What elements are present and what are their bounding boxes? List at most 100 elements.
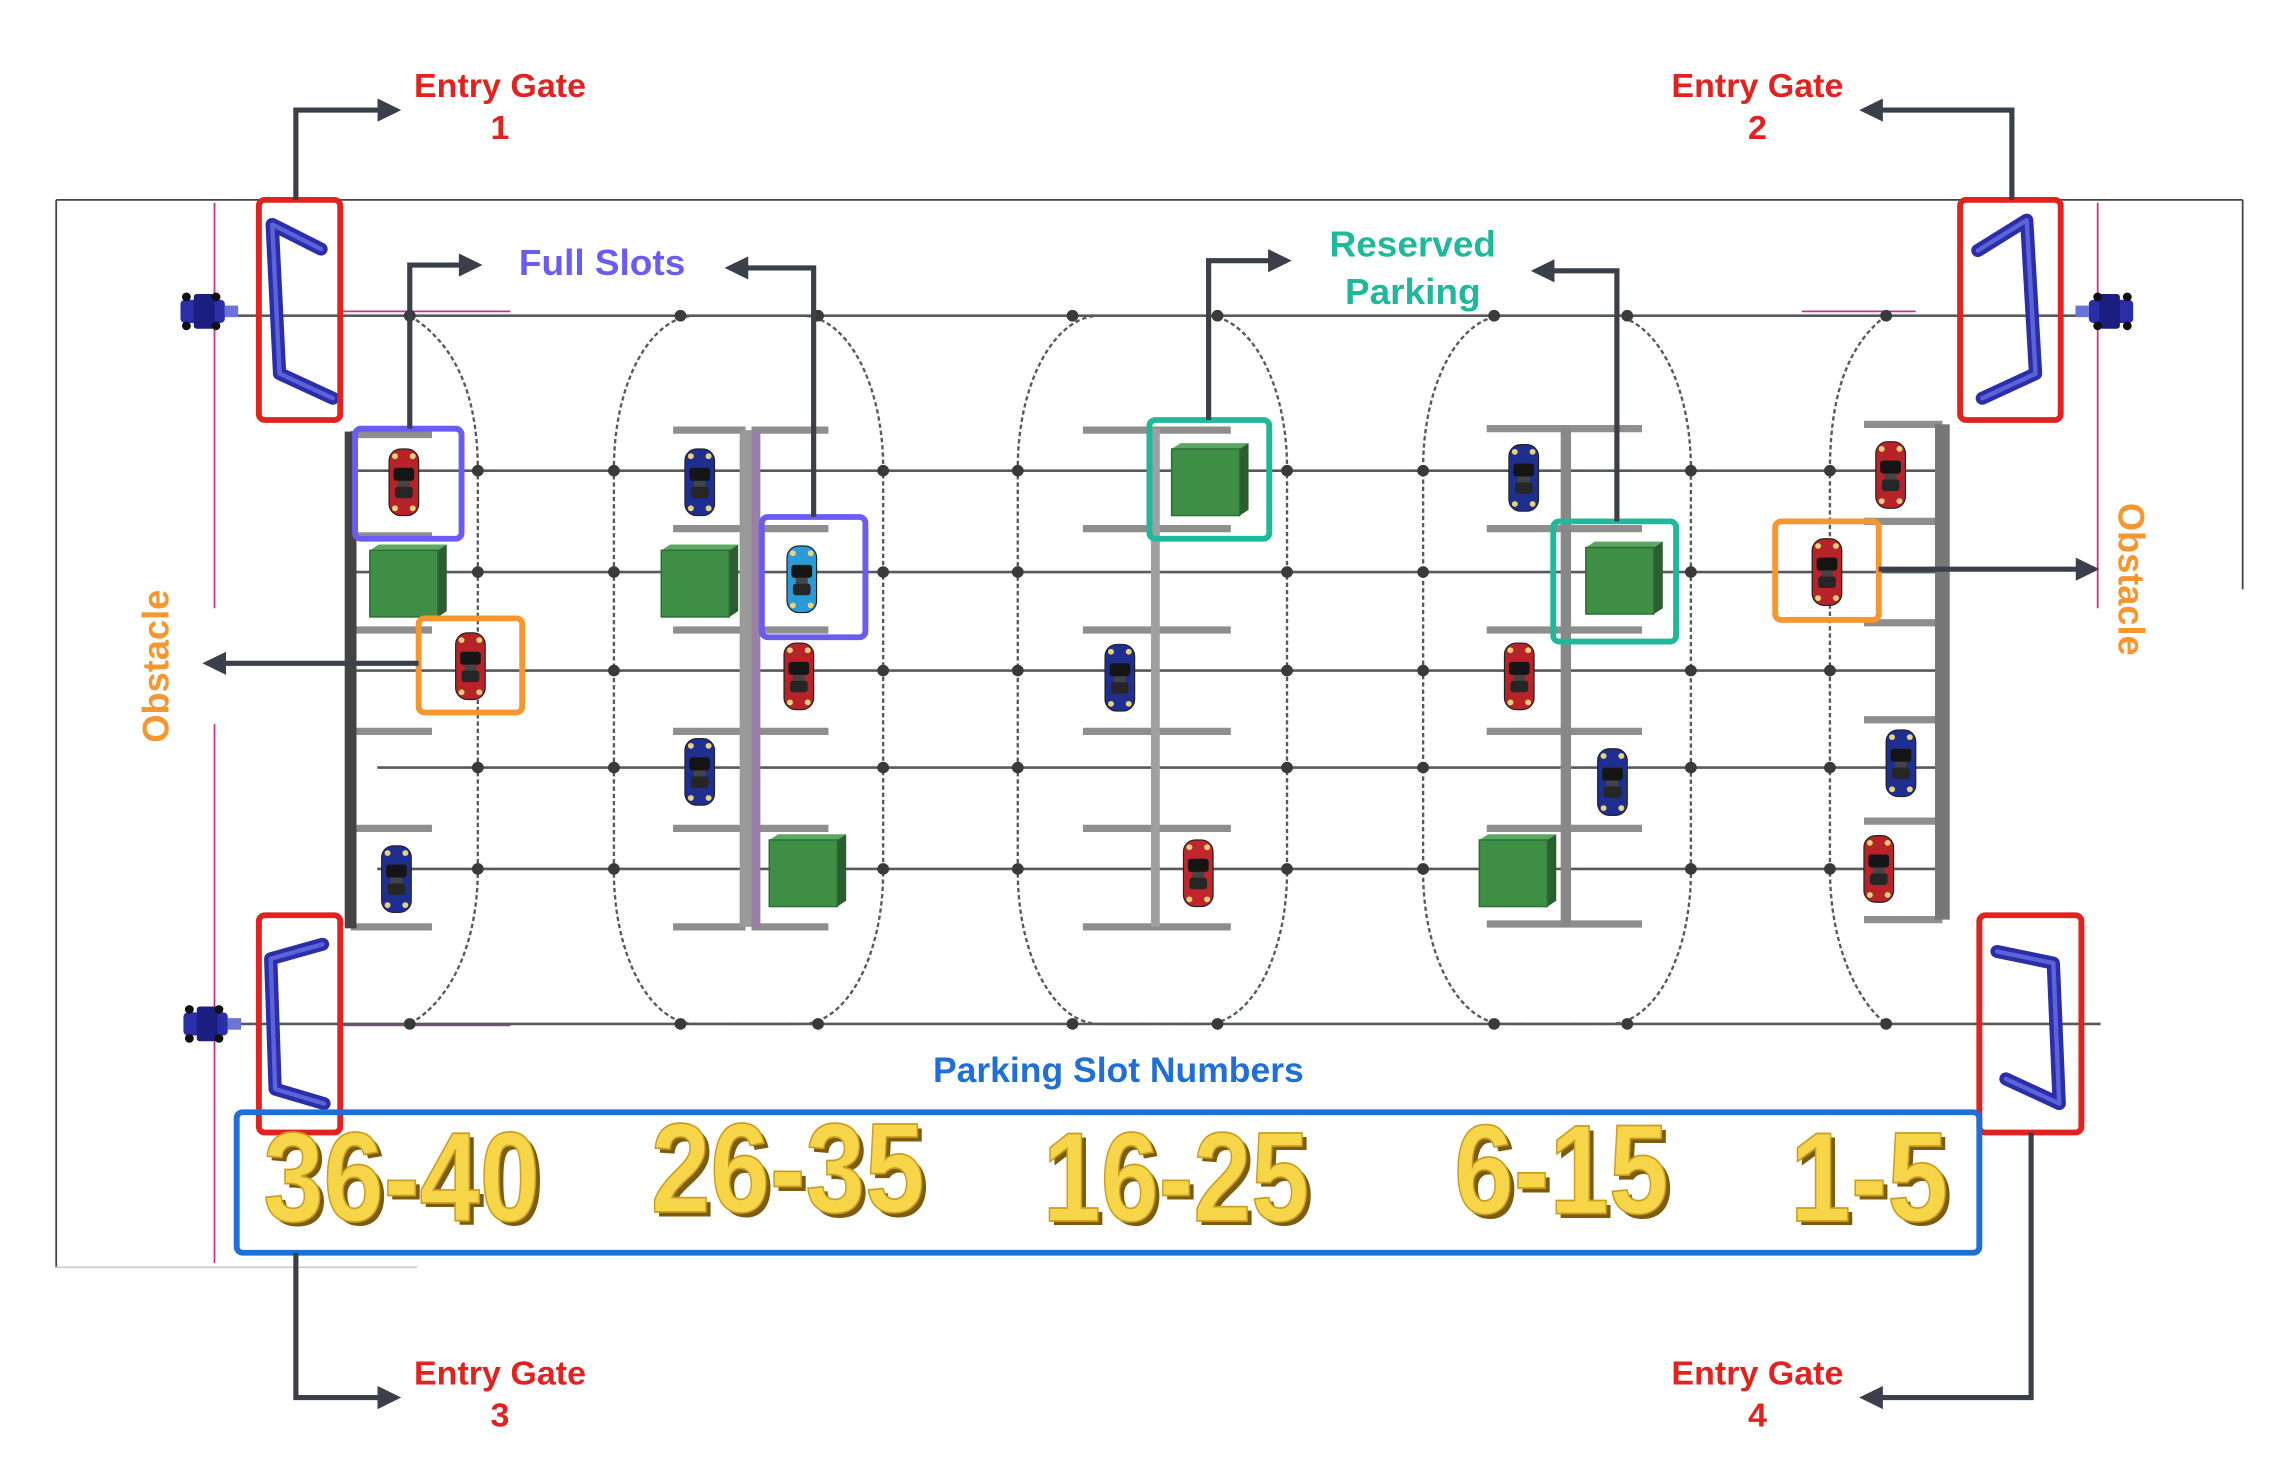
graph-node (877, 863, 890, 875)
graph-node (1417, 566, 1430, 578)
graph-node (1011, 761, 1024, 774)
graph-node (1488, 309, 1501, 322)
graph-node (1011, 863, 1024, 875)
car-icon (1503, 642, 1535, 711)
slot-range-shadow: 26-35 (655, 1102, 929, 1244)
rack-column-rail (751, 430, 761, 927)
gate-vehicle-icon (180, 292, 239, 331)
obstacle-right-label: Obstacle (2110, 503, 2151, 656)
arrow-full-slots (407, 253, 483, 429)
graph-node (608, 566, 620, 578)
rack-column-4 (1560, 428, 1572, 927)
slot-range-shadow: 6-15 (1459, 1103, 1674, 1245)
reserved-block-icon (660, 543, 739, 618)
reserved-label-line1: Reserved (1330, 224, 1496, 265)
rack-column-5 (1934, 424, 1950, 920)
graph-node (1281, 464, 1293, 477)
rack-column-1 (344, 431, 357, 929)
graph-node (608, 464, 620, 477)
entry-gate-1-label: Entry Gate (414, 68, 586, 105)
entry-gate-3-label: Entry Gate (414, 1356, 586, 1393)
barrier-gate-icon (1990, 944, 2066, 1111)
track-loop-1 (409, 314, 480, 1025)
graph-node (1281, 863, 1293, 875)
graph-node (877, 761, 890, 774)
graph-node (1417, 464, 1430, 477)
slot-numbers-frame (233, 1109, 1983, 1256)
entry-gate-3-number: 3 (491, 1398, 510, 1435)
graph-node (1880, 309, 1893, 322)
slot-range-6-15: 6-15 (1454, 1099, 1669, 1241)
graph-node (1621, 1018, 1634, 1030)
arrow-reserved (1530, 259, 1620, 522)
entry-gate-2-number: 2 (1748, 110, 1767, 147)
graph-node (1824, 863, 1836, 875)
graph-node (1824, 761, 1836, 774)
graph-node (1281, 761, 1293, 774)
slot-range-shadow: 36-40 (268, 1110, 545, 1252)
car-icon (684, 737, 716, 806)
car-icon (684, 448, 716, 517)
graph-node (1880, 1018, 1893, 1030)
graph-node (471, 566, 484, 578)
slot-range-shadow: 1-5 (1794, 1110, 1952, 1252)
graph-node (1011, 664, 1024, 677)
graph-node (1684, 761, 1697, 774)
gate-highlight-3 (255, 912, 344, 1136)
car-icon (1885, 729, 1917, 798)
graph-node (1417, 863, 1430, 875)
graph-node (1824, 464, 1836, 477)
graph-node (674, 309, 687, 322)
rack-column-2 (739, 430, 752, 927)
graph-node (1066, 309, 1079, 322)
graph-node (1684, 464, 1697, 477)
slot-range-1-5: 1-5 (1790, 1106, 1948, 1248)
slot-numbers-title: Parking Slot Numbers (933, 1051, 1304, 1090)
car-icon (380, 845, 412, 914)
graph-node (471, 464, 484, 477)
entry-gate-4-label: Entry Gate (1671, 1356, 1843, 1393)
slot-range-shadow: 16-25 (1047, 1110, 1313, 1252)
graph-nodes (403, 309, 1893, 1030)
graph-node (1488, 1018, 1501, 1030)
car-icon (454, 632, 486, 701)
graph-node (1211, 309, 1224, 322)
car-icon (1104, 643, 1136, 712)
reserved-block-icon (1585, 540, 1664, 615)
graph-node (608, 664, 620, 677)
car-icon (1811, 538, 1843, 607)
graph-node (1281, 566, 1293, 578)
graph-node (1417, 664, 1430, 677)
graph-node (471, 863, 484, 875)
graph-node (877, 464, 890, 477)
entry-gate-2-label: Entry Gate (1671, 68, 1843, 105)
arrow-entry-gate-3 (293, 1252, 402, 1410)
reserved-block-icon (369, 543, 448, 618)
graph-node (608, 863, 620, 875)
full-slots-label: Full Slots (519, 243, 685, 284)
arrow-entry-gate-1 (293, 98, 402, 200)
graph-node (812, 1018, 824, 1030)
gate-highlight-1 (255, 196, 344, 423)
graph-node (1066, 1018, 1079, 1030)
obstacle-left-label: Obstacle (135, 590, 176, 743)
arrow-reserved (1206, 249, 1292, 420)
arrow-entry-gate-2 (1859, 98, 2015, 200)
car-icon (783, 642, 815, 711)
arrow-full-slots (724, 256, 817, 518)
gate-vehicle-icon (183, 1005, 242, 1043)
reserved-block-icon (1170, 442, 1250, 517)
car-icon (1875, 440, 1907, 510)
graph-node (1417, 761, 1430, 774)
reserved-block-icon (768, 833, 847, 908)
rack-column-3 (1150, 428, 1160, 927)
car-icon (786, 545, 818, 614)
gate-vehicle-icon (2075, 292, 2134, 331)
car-icon (388, 448, 420, 517)
barrier-gate-icon (1971, 213, 2043, 405)
graph-node (1824, 664, 1836, 677)
graph-node (1011, 566, 1024, 578)
graph-node (1684, 566, 1697, 578)
reserved-block-icon (1478, 833, 1557, 908)
graph-node (674, 1018, 687, 1030)
